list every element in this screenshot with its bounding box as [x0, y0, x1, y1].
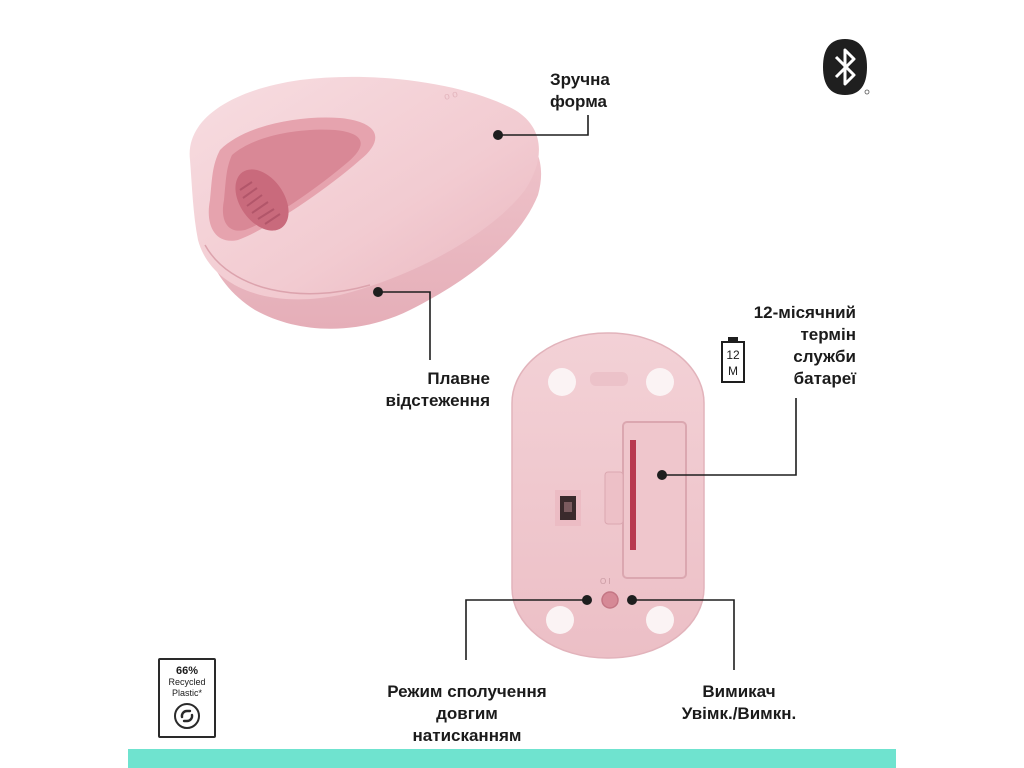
battery-icon: 12 M	[721, 337, 745, 385]
recycled-line2: Plastic*	[171, 688, 202, 698]
battery-body: 12 M	[721, 341, 745, 383]
label-power-switch: Вимикач Увімк./Вимкн.	[681, 682, 797, 723]
recycle-icon	[174, 703, 200, 729]
battery-cap	[728, 337, 738, 341]
svg-text:O I: O I	[600, 577, 611, 586]
recycled-percent: 66%	[175, 665, 199, 677]
recycled-plastic-badge: 66% Recycled Plastic*	[158, 658, 216, 738]
label-smooth-tracking: Плавне відстеження	[385, 369, 491, 410]
accent-bar	[128, 749, 896, 768]
battery-value: 12	[726, 348, 740, 362]
bluetooth-icon	[823, 39, 870, 95]
battery-unit: M	[728, 364, 738, 378]
recycled-line1: Recycled	[168, 677, 206, 687]
label-battery-life: 12-місячний термін служби батареї	[753, 303, 856, 388]
svg-text:o o: o o	[443, 89, 460, 103]
label-comfort-shape: Зручна форма	[550, 70, 610, 111]
label-pairing-mode: Режим сполучення довгим натисканням	[387, 682, 547, 745]
